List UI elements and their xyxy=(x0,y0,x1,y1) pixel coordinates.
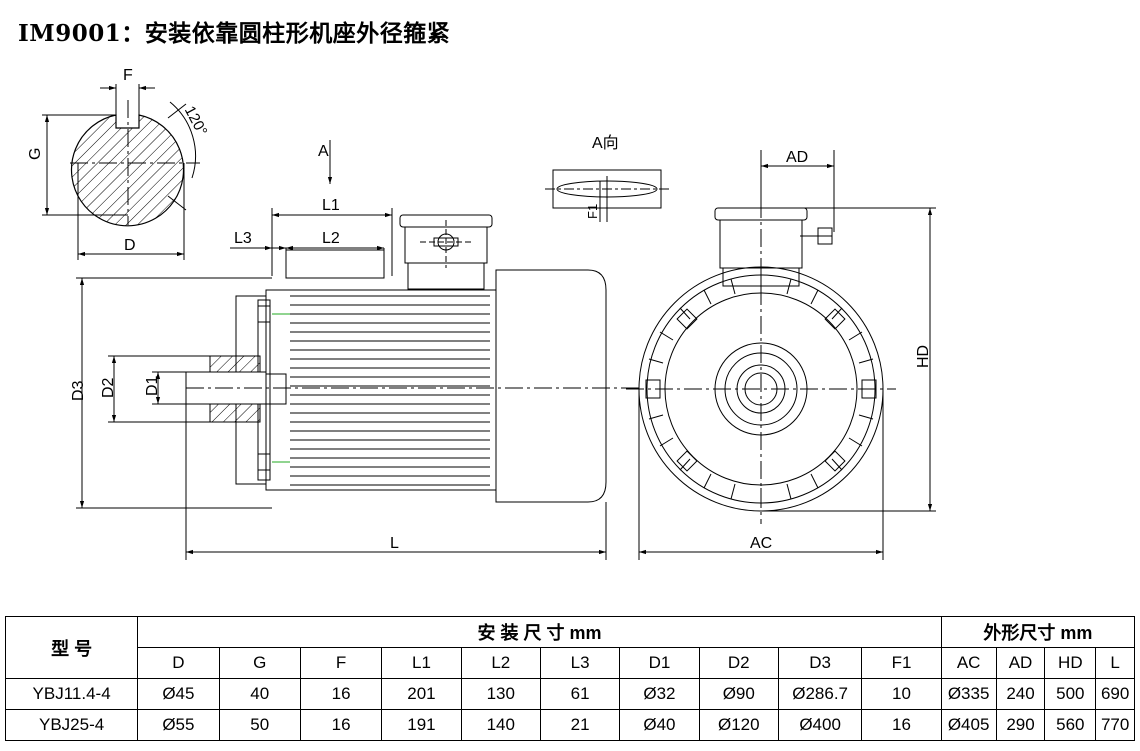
model-header: 型 号 xyxy=(4,616,139,679)
column-header: G xyxy=(218,647,301,679)
table-cell: Ø40 xyxy=(619,709,700,741)
side-view: A L1 L3 L2 xyxy=(70,140,640,560)
column-header: AC xyxy=(940,647,997,679)
table-cell: 16 xyxy=(299,709,383,741)
table-cell: 21 xyxy=(539,709,621,741)
label-f1: F1 xyxy=(585,204,600,219)
table-cell: 290 xyxy=(995,709,1046,741)
front-view: AD xyxy=(626,149,936,560)
table-cell: YBJ25-4 xyxy=(4,709,139,741)
table-cell: 500 xyxy=(1044,678,1097,710)
column-header: L3 xyxy=(539,647,621,679)
table-cell: Ø90 xyxy=(698,678,779,710)
table-cell: YBJ11.4-4 xyxy=(4,678,139,710)
label-l2: L2 xyxy=(322,230,340,247)
table-cell: 770 xyxy=(1095,709,1135,741)
table-cell: Ø405 xyxy=(940,709,997,741)
table-cell: 16 xyxy=(299,678,383,710)
table-cell: Ø32 xyxy=(619,678,700,710)
table-cell: 690 xyxy=(1095,678,1135,710)
dimension-table: 型 号 安 装 尺 寸 mm 外形尺寸 mm D G F L1 L2 L3 D1… xyxy=(4,616,1136,741)
label-angle: 120° xyxy=(181,103,211,138)
shaft-section-view: F 120° G D xyxy=(27,67,210,260)
label-d1: D1 xyxy=(144,375,161,396)
label-g: G xyxy=(27,148,44,160)
column-header: D2 xyxy=(698,647,779,679)
column-header: L xyxy=(1095,647,1135,679)
table-cell: 130 xyxy=(460,678,541,710)
outline-header: 外形尺寸 mm xyxy=(940,616,1136,648)
table-row: YBJ11.4-4 Ø45 40 16 201 130 61 Ø32 Ø90 Ø… xyxy=(4,678,1135,710)
label-l3: L3 xyxy=(234,230,252,247)
table-row: YBJ25-4 Ø55 50 16 191 140 21 Ø40 Ø120 Ø4… xyxy=(4,709,1135,741)
label-a-view: A向 xyxy=(592,134,619,152)
column-header: HD xyxy=(1044,647,1097,679)
table-header-row: 型 号 安 装 尺 寸 mm 外形尺寸 mm xyxy=(4,616,1136,679)
column-header: D1 xyxy=(619,647,700,679)
label-a-arrow: A xyxy=(318,143,329,160)
install-header: 安 装 尺 寸 mm xyxy=(137,616,942,648)
cooling-fins xyxy=(290,295,490,486)
table-cell: Ø55 xyxy=(137,709,220,741)
label-d3: D3 xyxy=(70,380,87,401)
table-cell: 40 xyxy=(218,678,301,710)
column-header: L1 xyxy=(381,647,462,679)
column-header: F1 xyxy=(861,647,942,679)
a-direction-view: A向 F1 xyxy=(545,134,670,222)
column-header: AD xyxy=(995,647,1046,679)
table-cell: Ø400 xyxy=(777,709,863,741)
label-hd: HD xyxy=(915,345,932,368)
table-cell: Ø120 xyxy=(698,709,779,741)
table-cell: Ø45 xyxy=(137,678,220,710)
motor-drawing: F 120° G D A L1 L3 L2 xyxy=(27,67,936,560)
table-cell: Ø286.7 xyxy=(777,678,863,710)
column-header: L2 xyxy=(460,647,541,679)
table-cell: 50 xyxy=(218,709,301,741)
label-l1: L1 xyxy=(322,197,340,214)
label-d2: D2 xyxy=(100,377,117,398)
table-column-row: D G F L1 L2 L3 D1 D2 D3 F1 AC AD HD L xyxy=(6,647,1135,679)
table-cell: 61 xyxy=(539,678,621,710)
table-cell: 240 xyxy=(995,678,1046,710)
drawing-title: IM9001：安装依靠圆柱形机座外径箍紧 xyxy=(18,20,451,47)
label-ac: AC xyxy=(750,535,772,552)
table-cell: 560 xyxy=(1044,709,1097,741)
table-cell: 201 xyxy=(381,678,462,710)
label-d: D xyxy=(124,237,136,254)
table-cell: 10 xyxy=(861,678,942,710)
column-header: D3 xyxy=(777,647,863,679)
table-cell: 140 xyxy=(460,709,541,741)
table-cell: 16 xyxy=(861,709,942,741)
label-ad: AD xyxy=(786,149,808,166)
table-cell: 191 xyxy=(381,709,462,741)
label-l: L xyxy=(390,535,399,552)
table-cell: Ø335 xyxy=(940,678,997,710)
label-f-key: F xyxy=(123,67,133,84)
column-header: F xyxy=(299,647,383,679)
column-header: D xyxy=(137,647,220,679)
